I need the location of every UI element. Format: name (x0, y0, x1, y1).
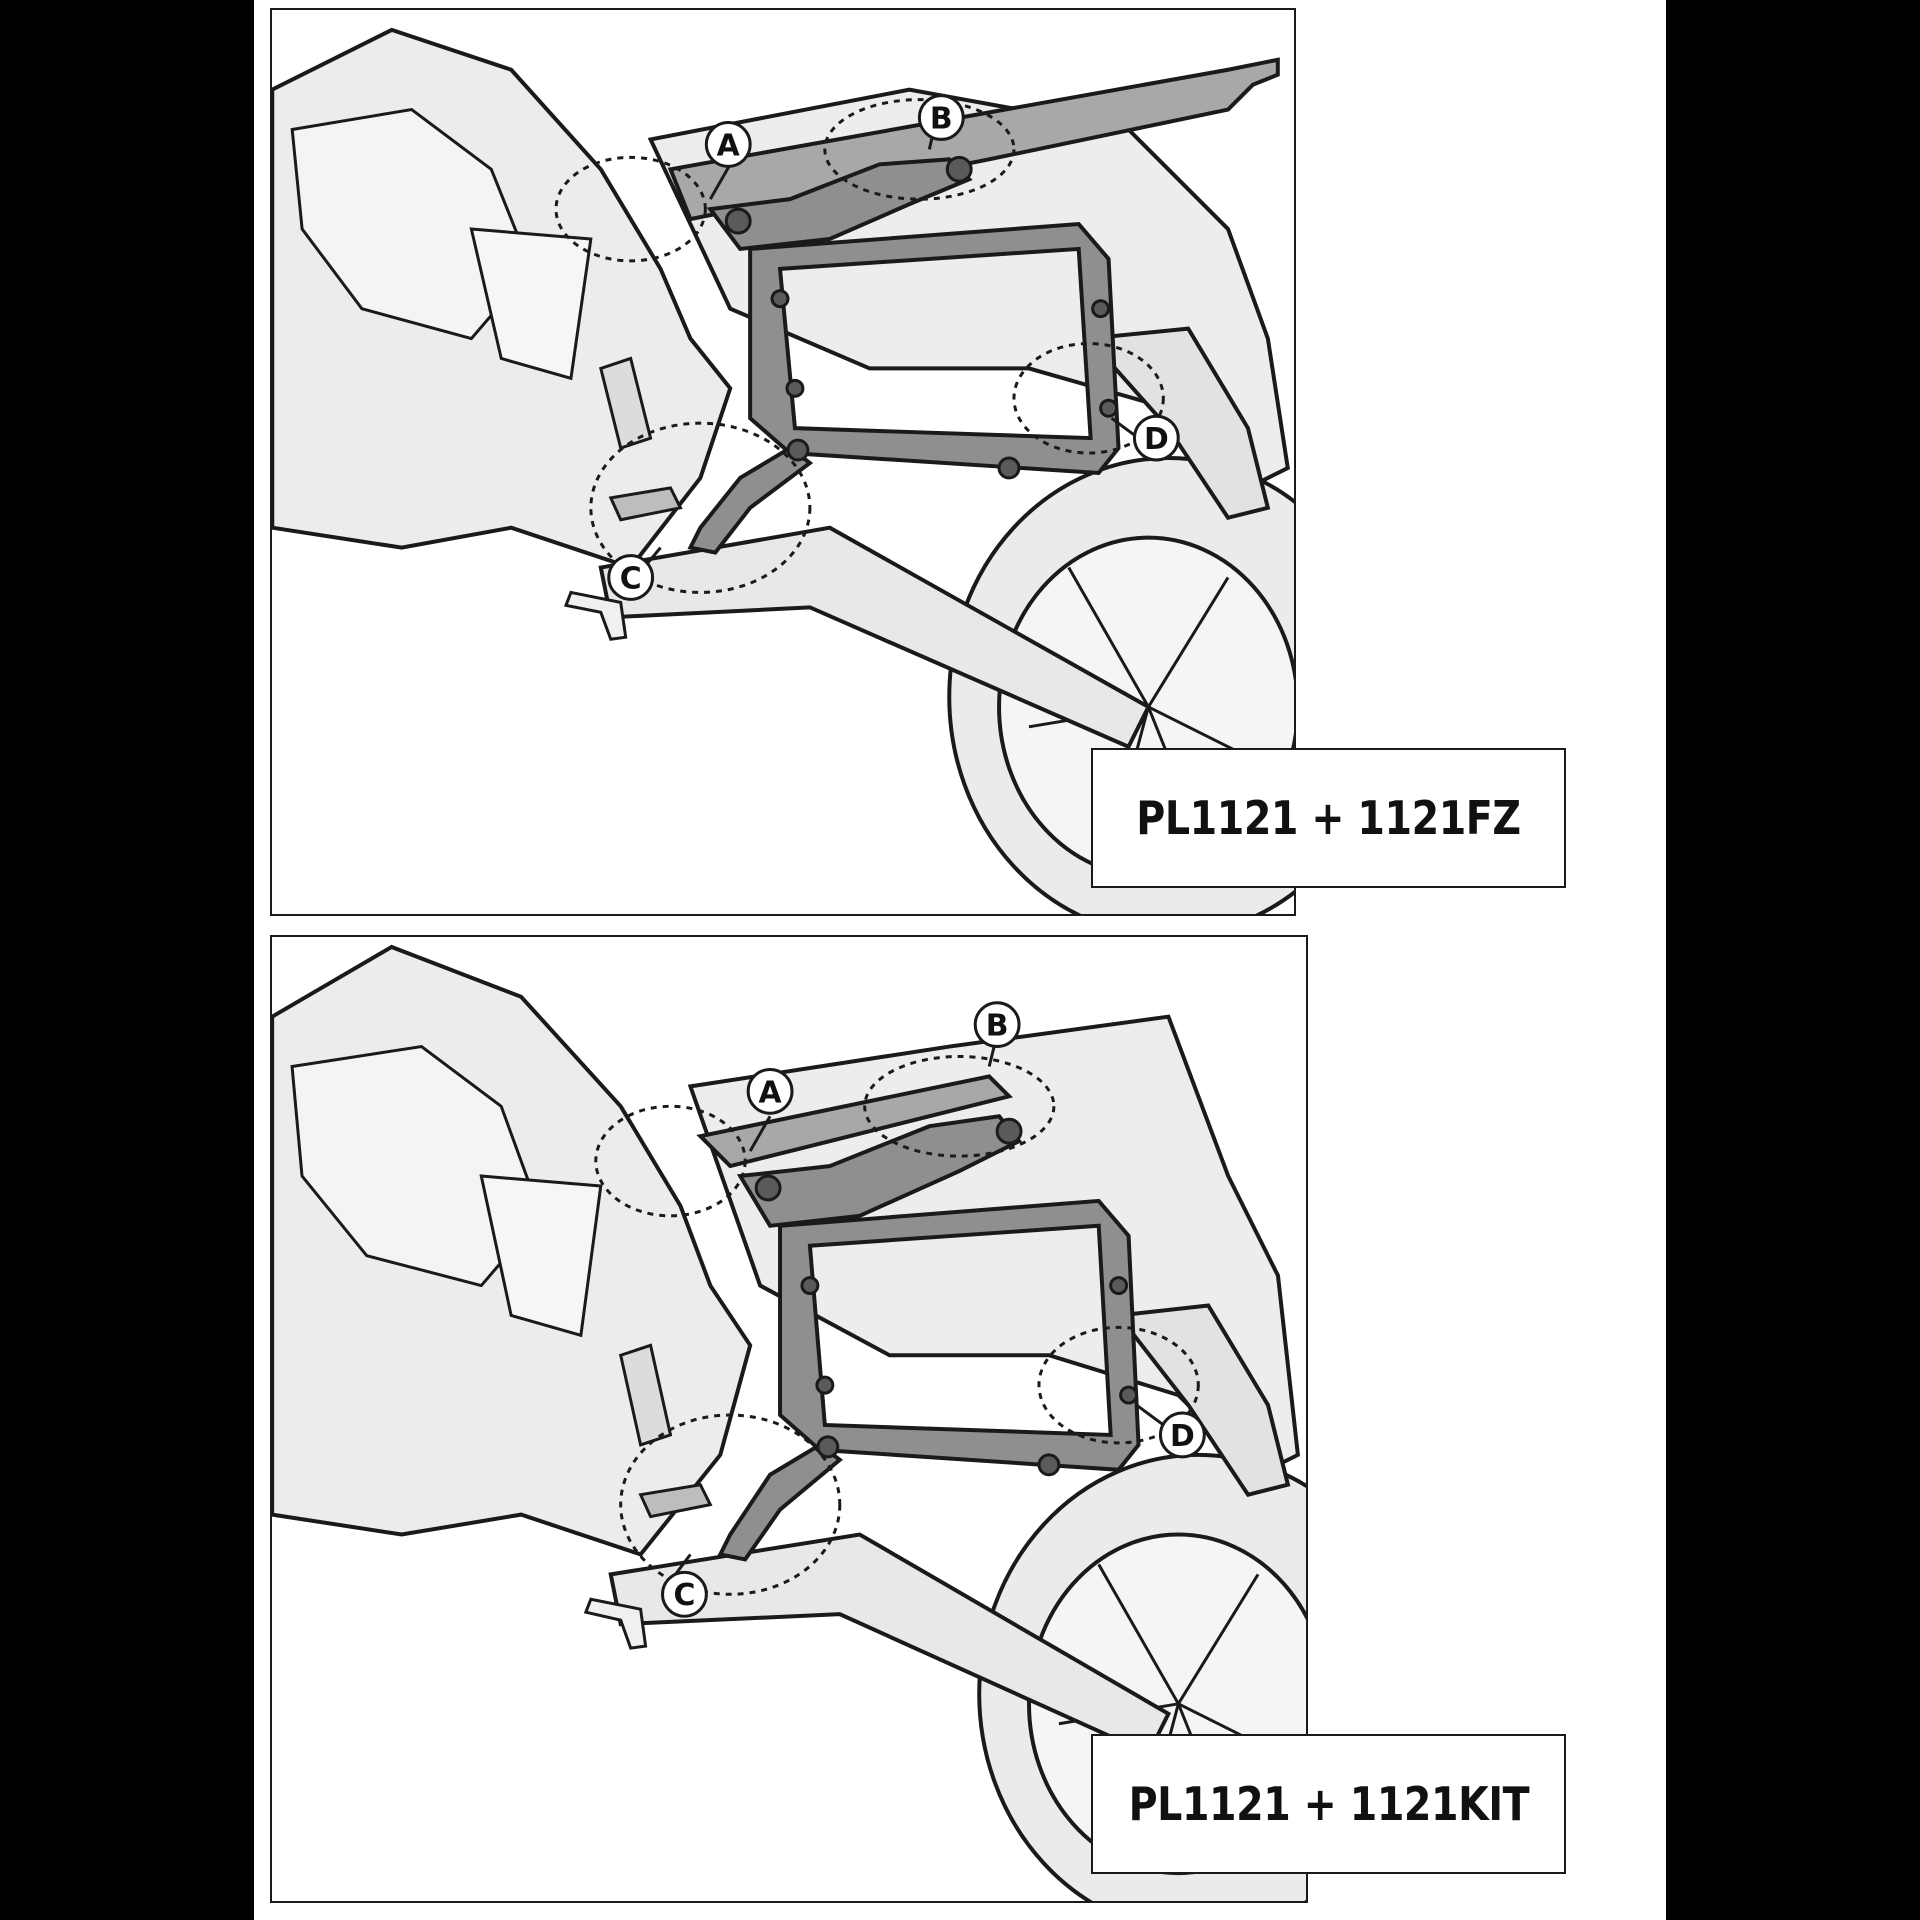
callout-d-label: D (1170, 1419, 1195, 1454)
top-plate (696, 1074, 1013, 1169)
callout-a: A (704, 121, 752, 168)
diagram-panel-2: A B C D (270, 935, 1308, 1903)
callout-b: B (973, 1001, 1021, 1049)
rack-lower-strut (687, 445, 814, 555)
callout-b-label: B (930, 101, 953, 136)
callout-c: C (607, 554, 655, 601)
callout-d: D (1158, 1411, 1206, 1459)
footpeg-bracket (618, 1343, 673, 1447)
footpeg (608, 486, 683, 522)
frame-triangle (469, 227, 593, 381)
rack-upper-arm (706, 157, 973, 252)
frame-triangle (479, 1174, 603, 1338)
callout-b: B (917, 94, 965, 141)
callout-a-label: A (759, 1075, 782, 1110)
footpeg (638, 1483, 713, 1519)
callout-d: D (1132, 414, 1180, 462)
caption-box-2: PL1121 + 1121KIT (1091, 1734, 1566, 1874)
rack-upper-arm (736, 1114, 1023, 1228)
callout-a: A (746, 1067, 794, 1115)
rack-bolts (724, 155, 1119, 480)
callout-d-label: D (1144, 422, 1169, 457)
side-stand (583, 1597, 648, 1650)
footpeg-bracket (599, 356, 653, 450)
rear-fender (1114, 1303, 1291, 1497)
side-stand (563, 590, 628, 641)
callout-b-label: B (986, 1009, 1009, 1044)
caption-2: PL1121 + 1121KIT (1128, 1777, 1529, 1831)
callout-c-label: C (673, 1578, 695, 1613)
callout-a-label: A (717, 128, 740, 163)
caption-box-1: PL1121 + 1121FZ (1091, 748, 1566, 888)
motorcycle-rack-illustration-2: A B C D (272, 944, 1306, 1901)
detail-circles (554, 98, 1165, 594)
callout-c: C (661, 1570, 708, 1618)
callout-c-label: C (620, 561, 642, 596)
caption-1: PL1121 + 1121FZ (1136, 791, 1521, 845)
callout-leaders (674, 1046, 1165, 1576)
rack-bolts (754, 1117, 1139, 1477)
